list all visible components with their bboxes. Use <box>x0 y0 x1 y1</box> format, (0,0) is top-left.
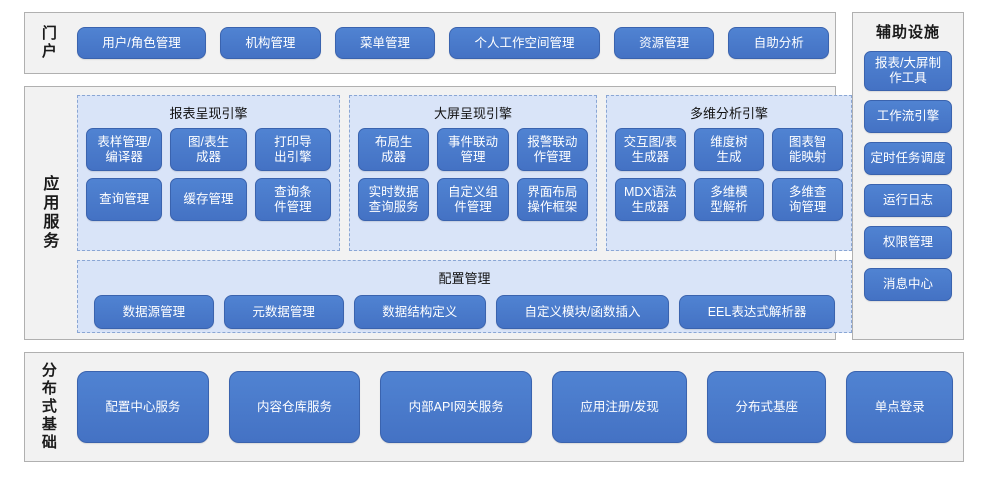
config-button-5[interactable]: EEL表达式解析器 <box>679 295 835 329</box>
bigscreen-rendering-engine-title: 大屏呈现引擎 <box>433 106 512 121</box>
config-button-1[interactable]: 数据源管理 <box>94 295 214 329</box>
aux-button-4[interactable]: 运行日志 <box>864 184 952 217</box>
portal-button-group: 用户/角色管理机构管理菜单管理个人工作空间管理资源管理自助分析 <box>77 13 830 73</box>
application-services-section-label: 应用服务 <box>40 175 58 251</box>
base-button-6[interactable]: 单点登录 <box>846 371 954 443</box>
portal-section: 门户 用户/角色管理机构管理菜单管理个人工作空间管理资源管理自助分析 <box>24 12 836 74</box>
report-engine-button-3[interactable]: 打印导 出引擎 <box>254 128 331 171</box>
configuration-management-panel: 配置管理 数据源管理元数据管理数据结构定义自定义模块/函数插入 EEL表达式解析器 <box>77 260 852 333</box>
bigscreen-engine-button-5[interactable]: 自定义组 件管理 <box>437 178 509 221</box>
portal-button-2[interactable]: 机构管理 <box>220 27 321 59</box>
multidim-engine-button-3[interactable]: 图表智 能映射 <box>772 128 843 171</box>
bigscreen-engine-button-3[interactable]: 报警联动 作管理 <box>516 128 588 171</box>
auxiliary-facilities-title: 辅助设施 <box>875 24 940 41</box>
report-engine-button-4[interactable]: 查询管理 <box>86 178 163 221</box>
base-button-5[interactable]: 分布式基座 <box>707 371 827 443</box>
report-rendering-engine-grid: 表样管理/ 编译器图/表生 成器打印导 出引擎查询管理缓存管理查询条 件管理 <box>86 128 331 221</box>
portal-button-1[interactable]: 用户/角色管理 <box>77 27 207 59</box>
configuration-management-title: 配置管理 <box>438 271 491 286</box>
portal-button-4[interactable]: 个人工作空间管理 <box>449 27 600 59</box>
bigscreen-engine-button-1[interactable]: 布局生 成器 <box>358 128 430 171</box>
configuration-management-button-group: 数据源管理元数据管理数据结构定义自定义模块/函数插入 EEL表达式解析器 <box>86 293 843 331</box>
base-button-2[interactable]: 内容仓库服务 <box>228 371 361 443</box>
portal-button-6[interactable]: 自助分析 <box>728 27 830 59</box>
auxiliary-facilities-section: 辅助设施 报表/大屏制 作工具工作流引擎定时任务调度运行日志权限管理消息中心 <box>852 12 964 340</box>
multidim-engine-button-4[interactable]: MDX语法 生成器 <box>615 178 686 221</box>
report-engine-button-2[interactable]: 图/表生 成器 <box>170 128 247 171</box>
multidim-engine-button-1[interactable]: 交互图/表 生成器 <box>615 128 686 171</box>
base-button-1[interactable]: 配置中心服务 <box>77 371 209 443</box>
bigscreen-rendering-engine-panel: 大屏呈现引擎 布局生 成器事件联动 管理报警联动 作管理实时数据 查询服务自定义… <box>349 95 597 251</box>
aux-button-1[interactable]: 报表/大屏制 作工具 <box>864 51 952 91</box>
portal-section-label: 门户 <box>39 25 57 61</box>
auxiliary-facilities-list: 报表/大屏制 作工具工作流引擎定时任务调度运行日志权限管理消息中心 <box>853 51 963 301</box>
report-engine-button-1[interactable]: 表样管理/ 编译器 <box>86 128 163 171</box>
config-button-3[interactable]: 数据结构定义 <box>353 295 486 329</box>
report-rendering-engine-panel: 报表呈现引擎 表样管理/ 编译器图/表生 成器打印导 出引擎查询管理缓存管理查询… <box>77 95 340 251</box>
application-services-body: 报表呈现引擎 表样管理/ 编译器图/表生 成器打印导 出引擎查询管理缓存管理查询… <box>77 95 852 333</box>
multidim-engine-button-6[interactable]: 多维查 询管理 <box>772 178 843 221</box>
aux-button-2[interactable]: 工作流引擎 <box>864 100 952 133</box>
config-button-4[interactable]: 自定义模块/函数插入 <box>495 295 670 329</box>
bigscreen-engine-button-6[interactable]: 界面布局 操作框架 <box>516 178 588 221</box>
base-button-4[interactable]: 应用注册/发现 <box>552 371 688 443</box>
portal-button-3[interactable]: 菜单管理 <box>334 27 436 59</box>
multidim-analysis-engine-title: 多维分析引擎 <box>689 106 768 121</box>
portal-button-5[interactable]: 资源管理 <box>613 27 715 59</box>
report-rendering-engine-title: 报表呈现引擎 <box>169 106 248 121</box>
multidim-analysis-engine-grid: 交互图/表 生成器维度树 生成图表智 能映射 MDX语法 生成器多维模 型解析多维… <box>615 128 843 221</box>
aux-button-5[interactable]: 权限管理 <box>864 226 952 259</box>
bigscreen-engine-button-2[interactable]: 事件联动 管理 <box>437 128 509 171</box>
multidim-engine-button-5[interactable]: 多维模 型解析 <box>693 178 765 221</box>
distributed-foundation-button-group: 配置中心服务内容仓库服务内部API网关服务应用注册/发现分布式基座单点登录 <box>77 353 954 461</box>
distributed-foundation-section: 分布式基础 配置中心服务内容仓库服务内部API网关服务应用注册/发现分布式基座单… <box>24 352 964 462</box>
aux-button-6[interactable]: 消息中心 <box>864 268 952 301</box>
report-engine-button-5[interactable]: 缓存管理 <box>170 178 247 221</box>
application-services-section: 应用服务 报表呈现引擎 表样管理/ 编译器图/表生 成器打印导 出引擎查询管理缓… <box>24 86 852 340</box>
aux-button-3[interactable]: 定时任务调度 <box>864 142 952 175</box>
config-button-2[interactable]: 元数据管理 <box>223 295 344 329</box>
multidim-engine-button-2[interactable]: 维度树 生成 <box>693 128 765 171</box>
report-engine-button-6[interactable]: 查询条 件管理 <box>254 178 331 221</box>
bigscreen-engine-button-4[interactable]: 实时数据 查询服务 <box>358 178 430 221</box>
bigscreen-rendering-engine-grid: 布局生 成器事件联动 管理报警联动 作管理实时数据 查询服务自定义组 件管理界面… <box>358 128 588 221</box>
distributed-foundation-section-label: 分布式基础 <box>39 362 57 452</box>
base-button-3[interactable]: 内部API网关服务 <box>380 371 533 443</box>
